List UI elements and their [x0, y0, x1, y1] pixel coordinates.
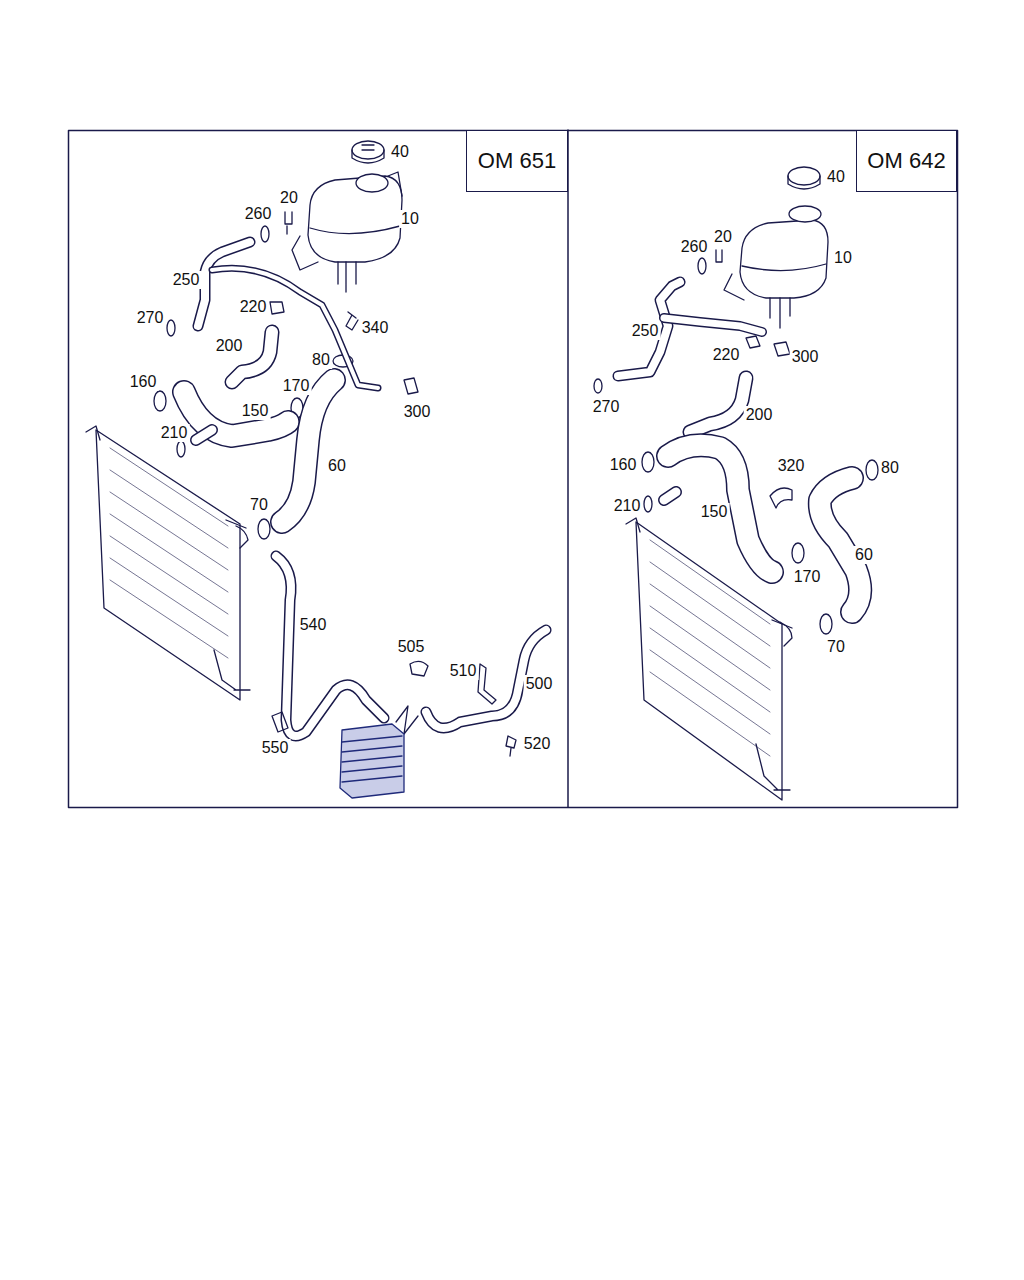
- callout-number: 160: [608, 456, 639, 474]
- callout-number: 250: [630, 322, 661, 340]
- callout-number: 505: [396, 638, 427, 656]
- expansion-tank: [292, 141, 402, 292]
- callout-number: 340: [360, 319, 391, 337]
- callout-number: 250: [171, 271, 202, 289]
- frame: [69, 130, 958, 808]
- radiator: [626, 518, 792, 800]
- callout-number: 210: [612, 497, 643, 515]
- callout-number: 260: [679, 238, 710, 256]
- callout-number: 20: [712, 228, 734, 246]
- callout-number: 300: [402, 403, 433, 421]
- callout-number: 150: [240, 402, 271, 420]
- callout-number: 80: [310, 351, 332, 369]
- callout-number: 520: [522, 735, 553, 753]
- engine-title-box: OM 642: [856, 130, 957, 192]
- callout-number: 270: [135, 309, 166, 327]
- o-rings: [594, 258, 878, 634]
- callout-number: 200: [214, 337, 245, 355]
- callout-number: 160: [128, 373, 159, 391]
- callout-number: 320: [776, 457, 807, 475]
- callout-number: 170: [281, 377, 312, 395]
- callout-number: 20: [278, 189, 300, 207]
- radiator: [86, 426, 250, 700]
- callout-number: 10: [399, 210, 421, 228]
- callout-number: 220: [711, 346, 742, 364]
- callout-number: 300: [790, 348, 821, 366]
- callout-number: 220: [238, 298, 269, 316]
- callout-number: 500: [524, 675, 555, 693]
- callout-number: 540: [298, 616, 329, 634]
- callout-number: 40: [389, 143, 411, 161]
- engine-title: OM 651: [478, 148, 556, 174]
- callout-number: 60: [853, 546, 875, 564]
- callout-number: 70: [248, 496, 270, 514]
- small-parts: [270, 302, 516, 756]
- callout-number: 200: [744, 406, 775, 424]
- callout-number: 60: [326, 457, 348, 475]
- engine-title-box: OM 651: [466, 130, 568, 192]
- callout-number: 550: [260, 739, 291, 757]
- callout-number: 70: [825, 638, 847, 656]
- callout-number: 80: [879, 459, 901, 477]
- oil-cooler: [340, 724, 404, 798]
- callout-number: 170: [792, 568, 823, 586]
- callout-number: 210: [159, 424, 190, 442]
- clip: [285, 212, 292, 234]
- expansion-tank: [716, 167, 828, 328]
- callout-number: 260: [243, 205, 274, 223]
- callout-number: 150: [699, 503, 730, 521]
- engine-title: OM 642: [867, 148, 945, 174]
- callout-number: 270: [591, 398, 622, 416]
- callout-number: 10: [832, 249, 854, 267]
- callout-number: 510: [448, 662, 479, 680]
- callout-number: 40: [825, 168, 847, 186]
